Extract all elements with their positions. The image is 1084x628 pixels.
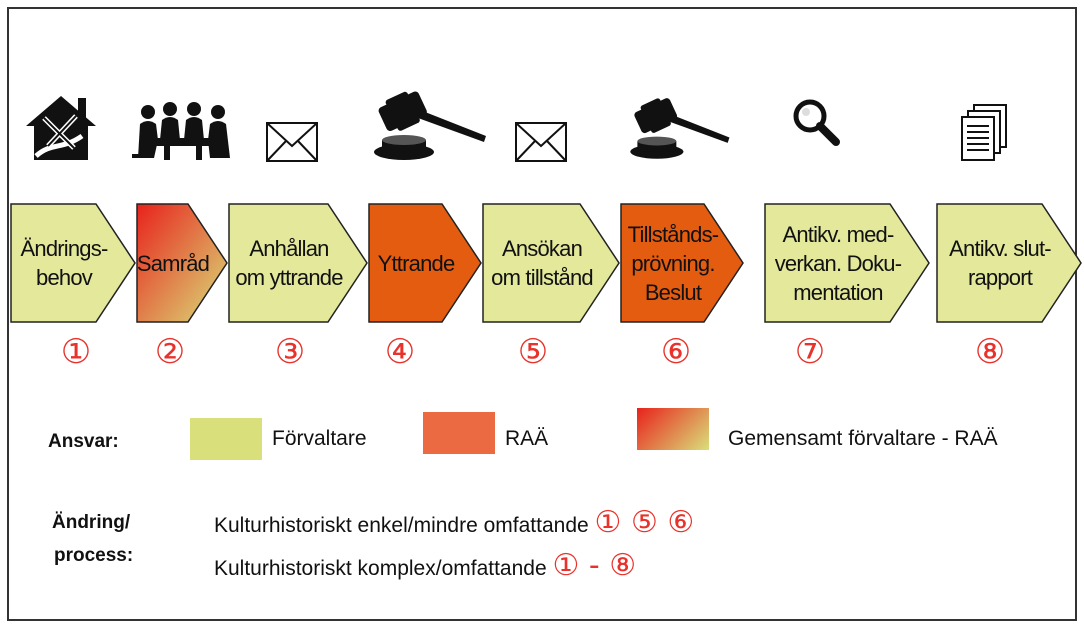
- process-step: Antikv. med- verkan. Doku- mentation: [764, 203, 930, 323]
- step-chevron: [228, 203, 368, 323]
- process-step: Ändrings- behov: [10, 203, 136, 323]
- envelope-icon: [515, 122, 567, 162]
- step-shape: [136, 203, 228, 323]
- step-chevron: [764, 203, 930, 323]
- step-shape: [482, 203, 620, 323]
- process-row-text: Kulturhistoriskt komplex/omfattande: [214, 557, 547, 580]
- step-chevron: [936, 203, 1082, 323]
- legend-title: Ansvar:: [48, 431, 119, 452]
- legend-label-gemensamt: Gemensamt förvaltare - RAÄ: [728, 427, 998, 450]
- step-shape: [368, 203, 482, 323]
- legend-label-raa: RAÄ: [505, 427, 549, 450]
- magnifier-icon: [793, 99, 840, 146]
- process-step: Yttrande: [368, 203, 482, 323]
- step-shape: [620, 203, 744, 323]
- documents-icon: [961, 104, 1007, 161]
- step-number: ③: [274, 332, 306, 372]
- legend-swatch-raa: [423, 412, 495, 454]
- step-label: Samråd: [136, 250, 210, 276]
- process-step: Tillstånds- prövning. Beslut: [620, 203, 744, 323]
- gavel-icon: [374, 91, 486, 160]
- process-row-steps: ① ⑤ ⑥: [594, 505, 695, 540]
- process-title-line2: process:: [54, 545, 134, 566]
- step-label: Antikv. med- verkan. Doku- mentation: [774, 221, 902, 305]
- process-step: Anhållan om yttrande: [228, 203, 368, 323]
- step-shape: [10, 203, 136, 323]
- step-shape: [228, 203, 368, 323]
- step-label: Ansökan om tillstånd: [491, 236, 593, 290]
- step-shape: [936, 203, 1082, 323]
- process-row-simple: Kulturhistoriskt enkel/mindre omfattande…: [214, 505, 694, 540]
- step-number: ②: [154, 332, 186, 372]
- step-chevron: [10, 203, 136, 323]
- process-row-steps: ① - ⑧: [552, 548, 637, 583]
- step-chevron: [368, 203, 482, 323]
- meeting-icon: [132, 102, 230, 160]
- legend-swatch-gemensamt: [637, 408, 709, 450]
- step-chevron: [620, 203, 744, 323]
- process-row-complex: Kulturhistoriskt komplex/omfattande ① - …: [214, 548, 636, 583]
- step-chevron: [136, 203, 228, 323]
- step-shape: [764, 203, 930, 323]
- step-number: ①: [60, 332, 92, 372]
- process-step: Antikv. slut- rapport: [936, 203, 1082, 323]
- gavel-icon: [630, 98, 730, 159]
- house-tools-icon: [26, 96, 96, 160]
- process-title-line1: Ändring/: [52, 512, 131, 533]
- step-number: ⑤: [517, 332, 549, 372]
- step-label: Tillstånds- prövning. Beslut: [627, 221, 719, 305]
- step-number: ⑥: [660, 332, 692, 372]
- step-number: ⑦: [794, 332, 826, 372]
- step-label: Anhållan om yttrande: [235, 236, 343, 290]
- step-label: Yttrande: [377, 250, 456, 276]
- step-number: ⑧: [974, 332, 1006, 372]
- step-label: Antikv. slut- rapport: [949, 236, 1051, 290]
- step-number: ④: [384, 332, 416, 372]
- legend-swatch-forvaltare: [190, 418, 262, 460]
- process-step: Samråd: [136, 203, 228, 323]
- legend-label-forvaltare: Förvaltare: [272, 427, 367, 450]
- envelope-icon: [266, 122, 318, 162]
- step-label: Ändrings- behov: [20, 236, 109, 290]
- step-chevron: [482, 203, 620, 323]
- process-row-text: Kulturhistoriskt enkel/mindre omfattande: [214, 514, 589, 537]
- process-step: Ansökan om tillstånd: [482, 203, 620, 323]
